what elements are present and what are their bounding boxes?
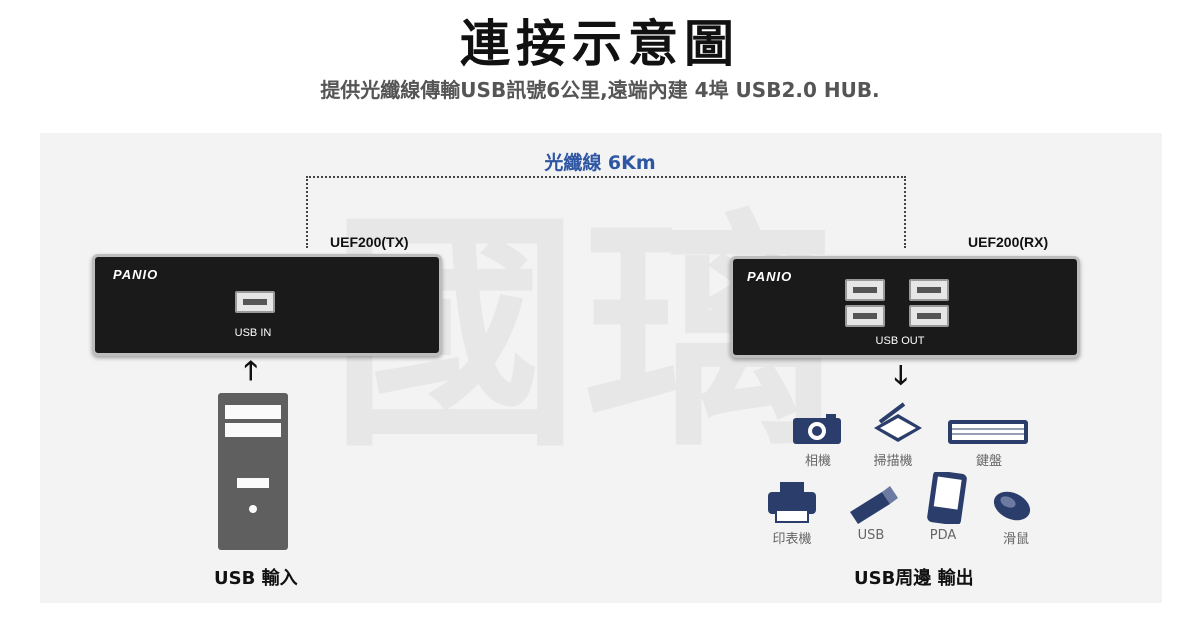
page-subtitle: 提供光纖線傳輸USB訊號6公里,遠端內建 4埠 USB2.0 HUB.: [320, 78, 880, 102]
rx-usb-port-4: [909, 305, 949, 327]
peripheral-label: 掃描機: [873, 454, 913, 469]
rx-brand-logo: PANIO: [747, 269, 793, 284]
down-arrow-icon: 🡓: [894, 360, 908, 390]
page-title: 連接示意圖: [460, 15, 740, 73]
up-arrow-icon: 🡑: [244, 355, 258, 385]
tx-model-label: UEF200(TX): [330, 234, 409, 250]
peripheral-label: 相機: [804, 454, 831, 469]
peripheral-label: 鍵盤: [975, 454, 1002, 469]
peripheral-label: 滑鼠: [1002, 532, 1029, 547]
pda-icon: [927, 472, 967, 524]
printer-icon: [768, 482, 816, 523]
rx-usb-port-1: [845, 279, 885, 301]
peripheral-label: PDA: [929, 528, 957, 543]
rx-usb-port-3: [909, 279, 949, 301]
peripheral-label: 印表機: [772, 532, 812, 547]
peripheral-label: USB: [857, 528, 885, 543]
usb-stick-icon: [850, 486, 898, 524]
rx-model-label: UEF200(RX): [968, 234, 1049, 250]
mouse-icon: [993, 491, 1031, 521]
keyboard-icon: [948, 420, 1028, 444]
usb-input-label: USB 輸入: [214, 568, 298, 589]
usb-output-label: USB周邊 輸出: [854, 568, 974, 589]
rx-device: PANIO USB OUT: [730, 256, 1080, 358]
tx-brand-logo: PANIO: [113, 267, 159, 282]
tx-device: PANIO USB IN: [92, 254, 442, 356]
fiber-cable-label: 光纖線 6Km: [544, 152, 656, 174]
rx-port-label: USB OUT: [875, 335, 925, 347]
fiber-cable-line: [306, 176, 906, 248]
scanner-icon: [874, 402, 922, 442]
rx-usb-port-2: [845, 305, 885, 327]
camera-icon: [793, 414, 841, 444]
tx-port-label: USB IN: [234, 327, 272, 339]
computer-tower-icon: [218, 393, 288, 550]
tx-usb-port: [235, 291, 275, 313]
